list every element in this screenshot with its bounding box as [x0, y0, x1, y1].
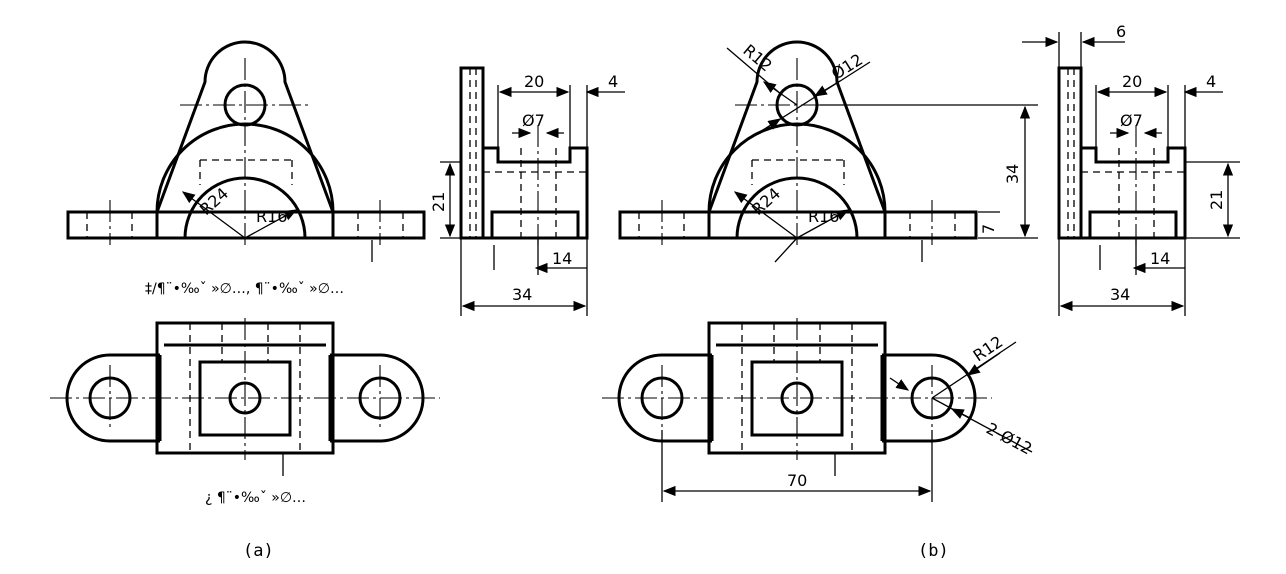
dim-21-b: 21 — [1207, 190, 1226, 210]
figure-a: R24 R16 ‡/¶¨•‰ˇ »∅…, ¶¨•‰ˇ »∅… 20 4 — [50, 40, 625, 561]
dim-70-b: 70 — [787, 471, 807, 490]
dim-d7-a: Ø7 — [522, 111, 545, 130]
dim-d7-b: Ø7 — [1120, 111, 1143, 130]
dim-14-a: 14 — [552, 249, 572, 268]
figure-b: R24 R16 R12 Ø12 34 7 — [602, 22, 1240, 561]
dim-r16-b: R16 — [808, 207, 839, 226]
dim-2xd12-plan-b: 2-Ø12 — [983, 419, 1035, 459]
dim-7-b: 7 — [979, 224, 998, 234]
dim-r16-a: R16 — [256, 207, 287, 226]
top-view-b: 70 R12 2-Ø12 — [602, 318, 1035, 502]
dim-20-b: 20 — [1122, 72, 1142, 91]
dim-14-b: 14 — [1150, 249, 1170, 268]
dim-34-height-b: 34 — [1003, 164, 1022, 184]
dim-r24-a: R24 — [196, 184, 232, 219]
top-view-a — [50, 318, 440, 476]
dim-34-width-b: 34 — [1110, 285, 1130, 304]
top-view-label-a: ¿ ¶¨•‰ˇ »∅… — [205, 490, 306, 506]
front-view-a: R24 R16 — [66, 40, 426, 262]
dim-20-a: 20 — [524, 72, 544, 91]
dim-d12-top-b: Ø12 — [828, 50, 866, 84]
dim-21-a: 21 — [429, 192, 448, 212]
front-view-b: R24 R16 R12 Ø12 34 7 — [618, 40, 1038, 263]
front-view-label-a: ‡/¶¨•‰ˇ »∅…, ¶¨•‰ˇ »∅… — [145, 281, 344, 297]
dim-34-a: 34 — [512, 285, 532, 304]
dim-r12-top-b: R12 — [739, 41, 775, 76]
caption-b: (b) — [918, 541, 949, 561]
dim-6-b: 6 — [1116, 22, 1126, 41]
caption-a: (a) — [243, 541, 274, 561]
side-view-b: 6 20 4 Ø7 21 14 34 — [1022, 22, 1240, 316]
side-view-a: 20 4 Ø7 21 14 34 — [429, 66, 625, 316]
dim-4-b: 4 — [1206, 72, 1216, 91]
dim-r24-b: R24 — [748, 184, 784, 219]
dim-4-a: 4 — [608, 72, 618, 91]
